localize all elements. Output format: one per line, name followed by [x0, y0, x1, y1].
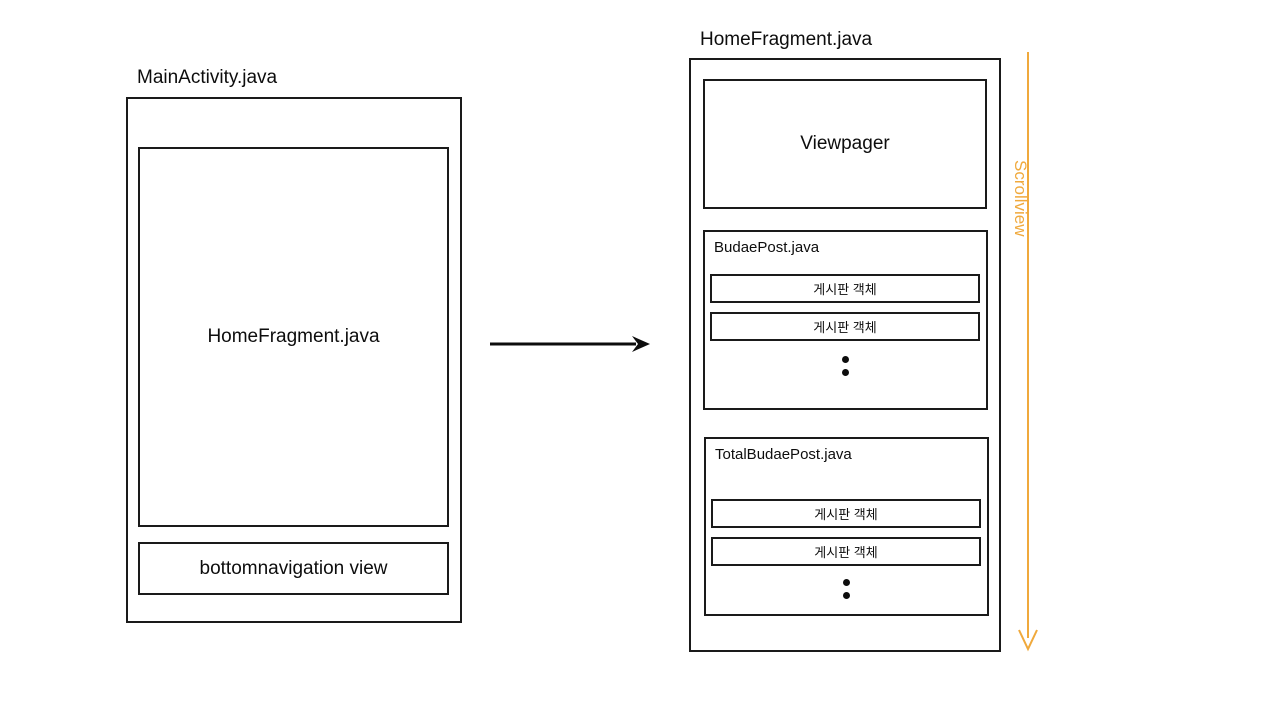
budae-post-section-title: BudaePost.java: [714, 239, 820, 256]
total-budae-post-section: TotalBudaePost.java 게시판 객체 게시판 객체: [704, 437, 989, 616]
ellipsis-dot: [842, 369, 849, 376]
ellipsis-dot: [843, 592, 850, 599]
viewpager-box: Viewpager: [703, 79, 987, 209]
ellipsis-dot: [843, 579, 850, 586]
scrollview-arrow-icon: [1008, 52, 1048, 652]
vertical-ellipsis-icon: [705, 356, 986, 376]
list-item: 게시판 객체: [711, 537, 981, 566]
list-item: 게시판 객체: [710, 274, 980, 303]
flow-arrow-icon: [490, 330, 650, 358]
main-activity-caption: MainActivity.java: [137, 67, 278, 88]
bottom-navigation-view-label: bottomnavigation view: [199, 557, 388, 579]
vertical-ellipsis-icon: [706, 579, 987, 599]
viewpager-label: Viewpager: [800, 133, 890, 154]
home-fragment-container-label: HomeFragment.java: [207, 326, 380, 347]
home-fragment-caption: HomeFragment.java: [700, 29, 873, 50]
budae-post-section: BudaePost.java 게시판 객체 게시판 객체: [703, 230, 988, 410]
list-item: 게시판 객체: [710, 312, 980, 341]
scrollview-label: Scrollview: [1011, 160, 1030, 237]
bottom-navigation-view-box: bottomnavigation view: [138, 542, 449, 595]
total-budae-post-section-title: TotalBudaePost.java: [715, 446, 852, 463]
ellipsis-dot: [842, 356, 849, 363]
list-item: 게시판 객체: [711, 499, 981, 528]
home-fragment-container-box: HomeFragment.java: [138, 147, 449, 527]
